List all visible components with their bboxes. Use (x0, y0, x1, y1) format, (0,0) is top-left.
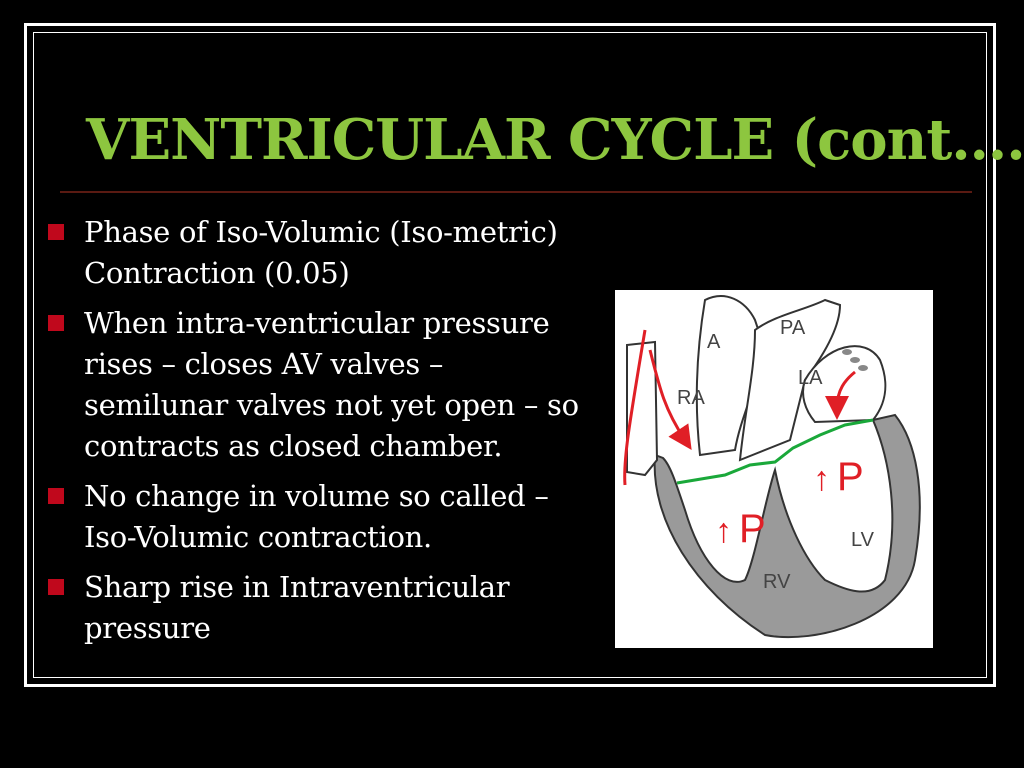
ventricle-wall (653, 413, 921, 639)
up-arrow-left: ↑ (813, 460, 830, 498)
pulmonary-vein-dot (850, 357, 860, 363)
up-arrow-right: ↑ (715, 512, 732, 550)
label-left-atrium: LA (798, 367, 823, 389)
title-divider (60, 191, 972, 193)
bullet-text: No change in volume so called – Iso-Volu… (84, 479, 549, 554)
bullet-square-icon (48, 224, 64, 240)
bullet-text: Sharp rise in Intraventricular pressure (84, 570, 510, 645)
bullet-item: Sharp rise in Intraventricular pressure (48, 567, 588, 649)
bullet-item: When intra-ventricular pressure rises – … (48, 303, 588, 467)
blood-flow-arrow-into-lv (825, 370, 856, 420)
bullet-list: Phase of Iso-Volumic (Iso-metric) Contra… (48, 212, 588, 658)
aorta-vessel (695, 295, 767, 457)
av-valve-line (676, 418, 874, 485)
pulmonary-vein-dot (842, 349, 852, 355)
bullet-square-icon (48, 579, 64, 595)
label-pulmonary-artery: PA (780, 317, 806, 339)
label-aorta: A (707, 331, 721, 353)
label-right-atrium: RA (677, 387, 705, 409)
bullet-item: No change in volume so called – Iso-Volu… (48, 476, 588, 558)
label-left-ventricle: LV (851, 529, 875, 551)
bullet-text: Phase of Iso-Volumic (Iso-metric) Contra… (84, 215, 558, 290)
bullet-text: When intra-ventricular pressure rises – … (84, 306, 579, 463)
blood-flow-arrow-into-rv (648, 349, 692, 450)
slide-frame-outer (24, 23, 996, 687)
bullet-square-icon (48, 315, 64, 331)
pulmonary-vein-dot (858, 365, 868, 371)
blood-flow-arrow-right-atrium (623, 329, 647, 486)
bullet-item: Phase of Iso-Volumic (Iso-metric) Contra… (48, 212, 588, 294)
slide-title: VENTRICULAR CYCLE (cont….) (86, 107, 1024, 173)
slide-frame-inner (33, 32, 987, 678)
heart-diagram: A PA RA LA RV LV ↑ P ↑ P (615, 290, 933, 648)
heart-diagram-svg: A PA RA LA RV LV ↑ P ↑ P (623, 295, 921, 639)
pressure-label-right: P (739, 507, 766, 551)
pulmonary-artery-vessel (738, 298, 842, 462)
pressure-label-left: P (837, 455, 864, 499)
bullet-square-icon (48, 488, 64, 504)
label-right-ventricle: RV (763, 571, 791, 593)
